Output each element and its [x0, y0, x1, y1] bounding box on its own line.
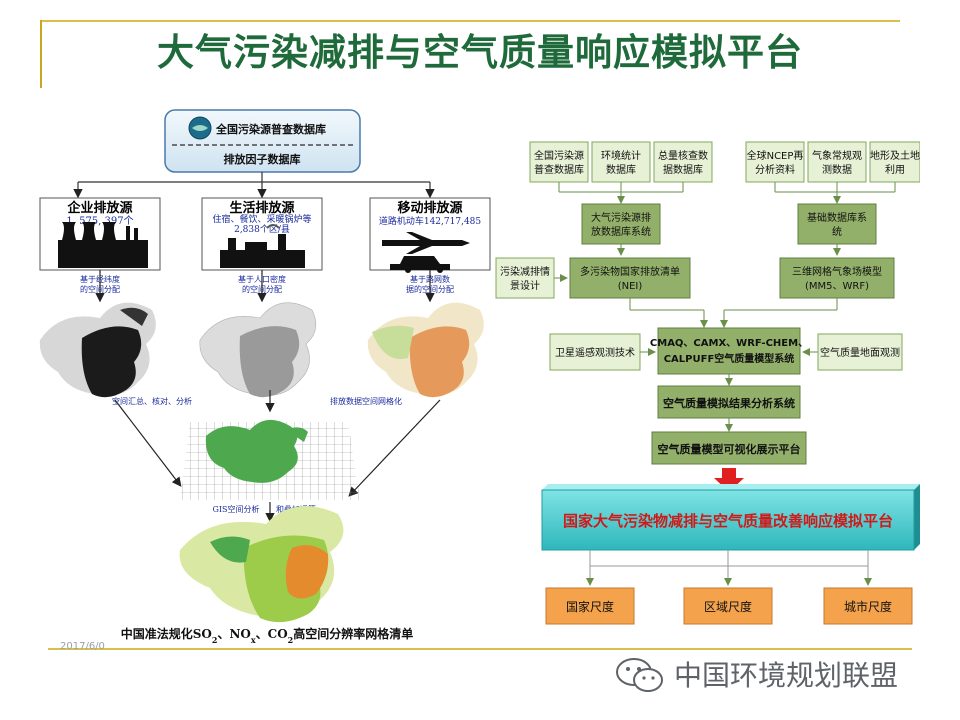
svg-text:分析资料: 分析资料 — [755, 163, 795, 176]
note-spatial-summary: 空间汇总、核对、分析 — [112, 396, 192, 406]
svg-text:全球NCEP再: 全球NCEP再 — [747, 149, 804, 162]
scale-national: 国家尺度 — [545, 587, 635, 625]
airplane-icon — [382, 232, 470, 254]
svg-text:基础数据库系: 基础数据库系 — [807, 211, 867, 224]
svg-text:普查数据库: 普查数据库 — [534, 163, 584, 176]
svg-text:利用: 利用 — [885, 164, 905, 176]
scenario-design: 污染减排情 景设计 — [495, 257, 555, 299]
ground-observation: 空气质量地面观测 — [817, 333, 903, 371]
header-vertical-rule — [40, 20, 42, 88]
visualization-platform: 空气质量模型可视化展示平台 — [651, 431, 807, 465]
footer-date: 2017/6/0 — [60, 641, 105, 652]
svg-text:(NEI): (NEI) — [618, 281, 643, 292]
footer-rule — [48, 648, 912, 650]
svg-text:空气质量模型可视化展示平台: 空气质量模型可视化展示平台 — [658, 442, 801, 456]
svg-text:空气质量模拟结果分析系统: 空气质量模拟结果分析系统 — [663, 396, 795, 410]
source-name: 生活排放源 — [229, 200, 294, 216]
left-emission-diagram: 全国污染源普查数据库 排放因子数据库 企业排放源 1, 575, 397个 生活… — [39, 109, 491, 645]
svg-text:国家尺度: 国家尺度 — [566, 599, 614, 614]
results-analysis-system: 空气质量模拟结果分析系统 — [657, 385, 801, 419]
scale-city: 城市尺度 — [823, 587, 913, 625]
factory-icon — [58, 222, 148, 268]
svg-text:多污染物国家排放清单: 多污染物国家排放清单 — [580, 265, 680, 278]
svg-text:城市尺度: 城市尺度 — [844, 599, 892, 614]
source-box-mobile: 移动排放源 道路机动车142,717,485 — [369, 197, 491, 273]
slide-title: 大气污染减排与空气质量响应模拟平台 — [157, 31, 803, 74]
svg-text:大气污染源排: 大气污染源排 — [591, 211, 651, 224]
scale-regional: 区域尺度 — [683, 587, 773, 625]
residential-chimney-icon — [220, 224, 305, 268]
map-residential — [199, 302, 317, 398]
grid-note-a: GIS空间分析 — [212, 504, 259, 514]
source-detail: 住宿、餐饮、采暖锅炉等 — [212, 213, 311, 225]
svg-text:据数据库: 据数据库 — [663, 163, 703, 176]
aq-model-system: CMAQ、CAMX、WRF-CHEM、 CALPUFF空气质量模型系统 — [650, 327, 808, 375]
top-right-inputs: 全球NCEP再 分析资料 气象常规观 测数据 地形及土地 利用 — [745, 141, 920, 183]
svg-text:国家大气污染物减排与空气质量改善响应模拟平台: 国家大气污染物减排与空气质量改善响应模拟平台 — [563, 512, 893, 530]
header-rule — [40, 20, 900, 22]
svg-text:测数据: 测数据 — [822, 163, 852, 176]
svg-text:(MM5、WRF): (MM5、WRF) — [805, 281, 869, 292]
map-enterprise — [39, 302, 156, 398]
national-platform-box: 国家大气污染物减排与空气质量改善响应模拟平台 — [541, 484, 920, 551]
bottom-caption: 中国准法规化SO2、NOx、CO2高空间分辨率网格清单 — [121, 626, 414, 645]
globe-logo-icon — [188, 116, 212, 140]
svg-text:环境统计: 环境统计 — [601, 149, 641, 162]
source-box-enterprise: 企业排放源 1, 575, 397个 — [39, 197, 161, 271]
svg-text:气象常规观: 气象常规观 — [812, 149, 862, 162]
svg-text:空气质量地面观测: 空气质量地面观测 — [820, 346, 900, 359]
svg-text:CMAQ、CAMX、WRF-CHEM、: CMAQ、CAMX、WRF-CHEM、 — [650, 338, 808, 349]
wechat-icon — [616, 658, 663, 692]
svg-text:数据库: 数据库 — [606, 163, 636, 176]
source-name: 移动排放源 — [397, 200, 462, 216]
svg-text:污染减排情: 污染减排情 — [500, 265, 550, 278]
svg-text:CALPUFF空气质量模型系统: CALPUFF空气质量模型系统 — [664, 352, 795, 365]
svg-text:区域尺度: 区域尺度 — [704, 599, 752, 614]
svg-text:总量核查数: 总量核查数 — [658, 149, 708, 162]
svg-text:景设计: 景设计 — [510, 279, 540, 292]
satellite-remote-sensing: 卫星遥感观测技术 — [549, 333, 641, 371]
db-bottom-label: 排放因子数据库 — [224, 152, 301, 166]
base-db-system: 基础数据库系 统 — [797, 203, 877, 245]
wechat-account-name: 中国环境规划联盟 — [674, 659, 899, 692]
svg-text:地形及土地: 地形及土地 — [870, 149, 920, 162]
source-detail: 道路机动车142,717,485 — [379, 215, 482, 227]
nei-inventory: 多污染物国家排放清单 (NEI) — [569, 257, 691, 299]
map-mobile — [367, 302, 484, 398]
met-model: 三维网格气象场模型 (MM5、WRF) — [779, 257, 895, 299]
db-top-label: 全国污染源普查数据库 — [215, 122, 326, 136]
source-detail: 2,838个区/县 — [234, 224, 290, 235]
top-left-inputs: 全国污染源 普查数据库 环境统计 数据库 总量核查数 据数据库 — [529, 141, 713, 183]
svg-text:统: 统 — [832, 225, 842, 238]
final-emission-map — [179, 506, 344, 623]
car-icon — [390, 256, 450, 273]
source-detail: 1, 575, 397个 — [66, 215, 133, 227]
svg-text:全国污染源: 全国污染源 — [534, 149, 584, 162]
emission-db-system: 大气污染源排 放数据库系统 — [581, 203, 661, 245]
svg-text:卫星遥感观测技术: 卫星遥感观测技术 — [555, 346, 635, 359]
right-flow-diagram: 全国污染源 普查数据库 环境统计 数据库 总量核查数 据数据库 全球NCEP再 … — [495, 141, 920, 625]
svg-text:放数据库系统: 放数据库系统 — [591, 225, 651, 238]
source-box-residential: 生活排放源 住宿、餐饮、采暖锅炉等 2,838个区/县 — [201, 197, 323, 271]
note-gridding: 排放数据空间网格化 — [330, 396, 402, 406]
database-box: 全国污染源普查数据库 排放因子数据库 — [164, 109, 361, 173]
svg-text:三维网格气象场模型: 三维网格气象场模型 — [792, 265, 882, 278]
source-name: 企业排放源 — [66, 200, 132, 216]
gridded-map — [180, 419, 360, 500]
